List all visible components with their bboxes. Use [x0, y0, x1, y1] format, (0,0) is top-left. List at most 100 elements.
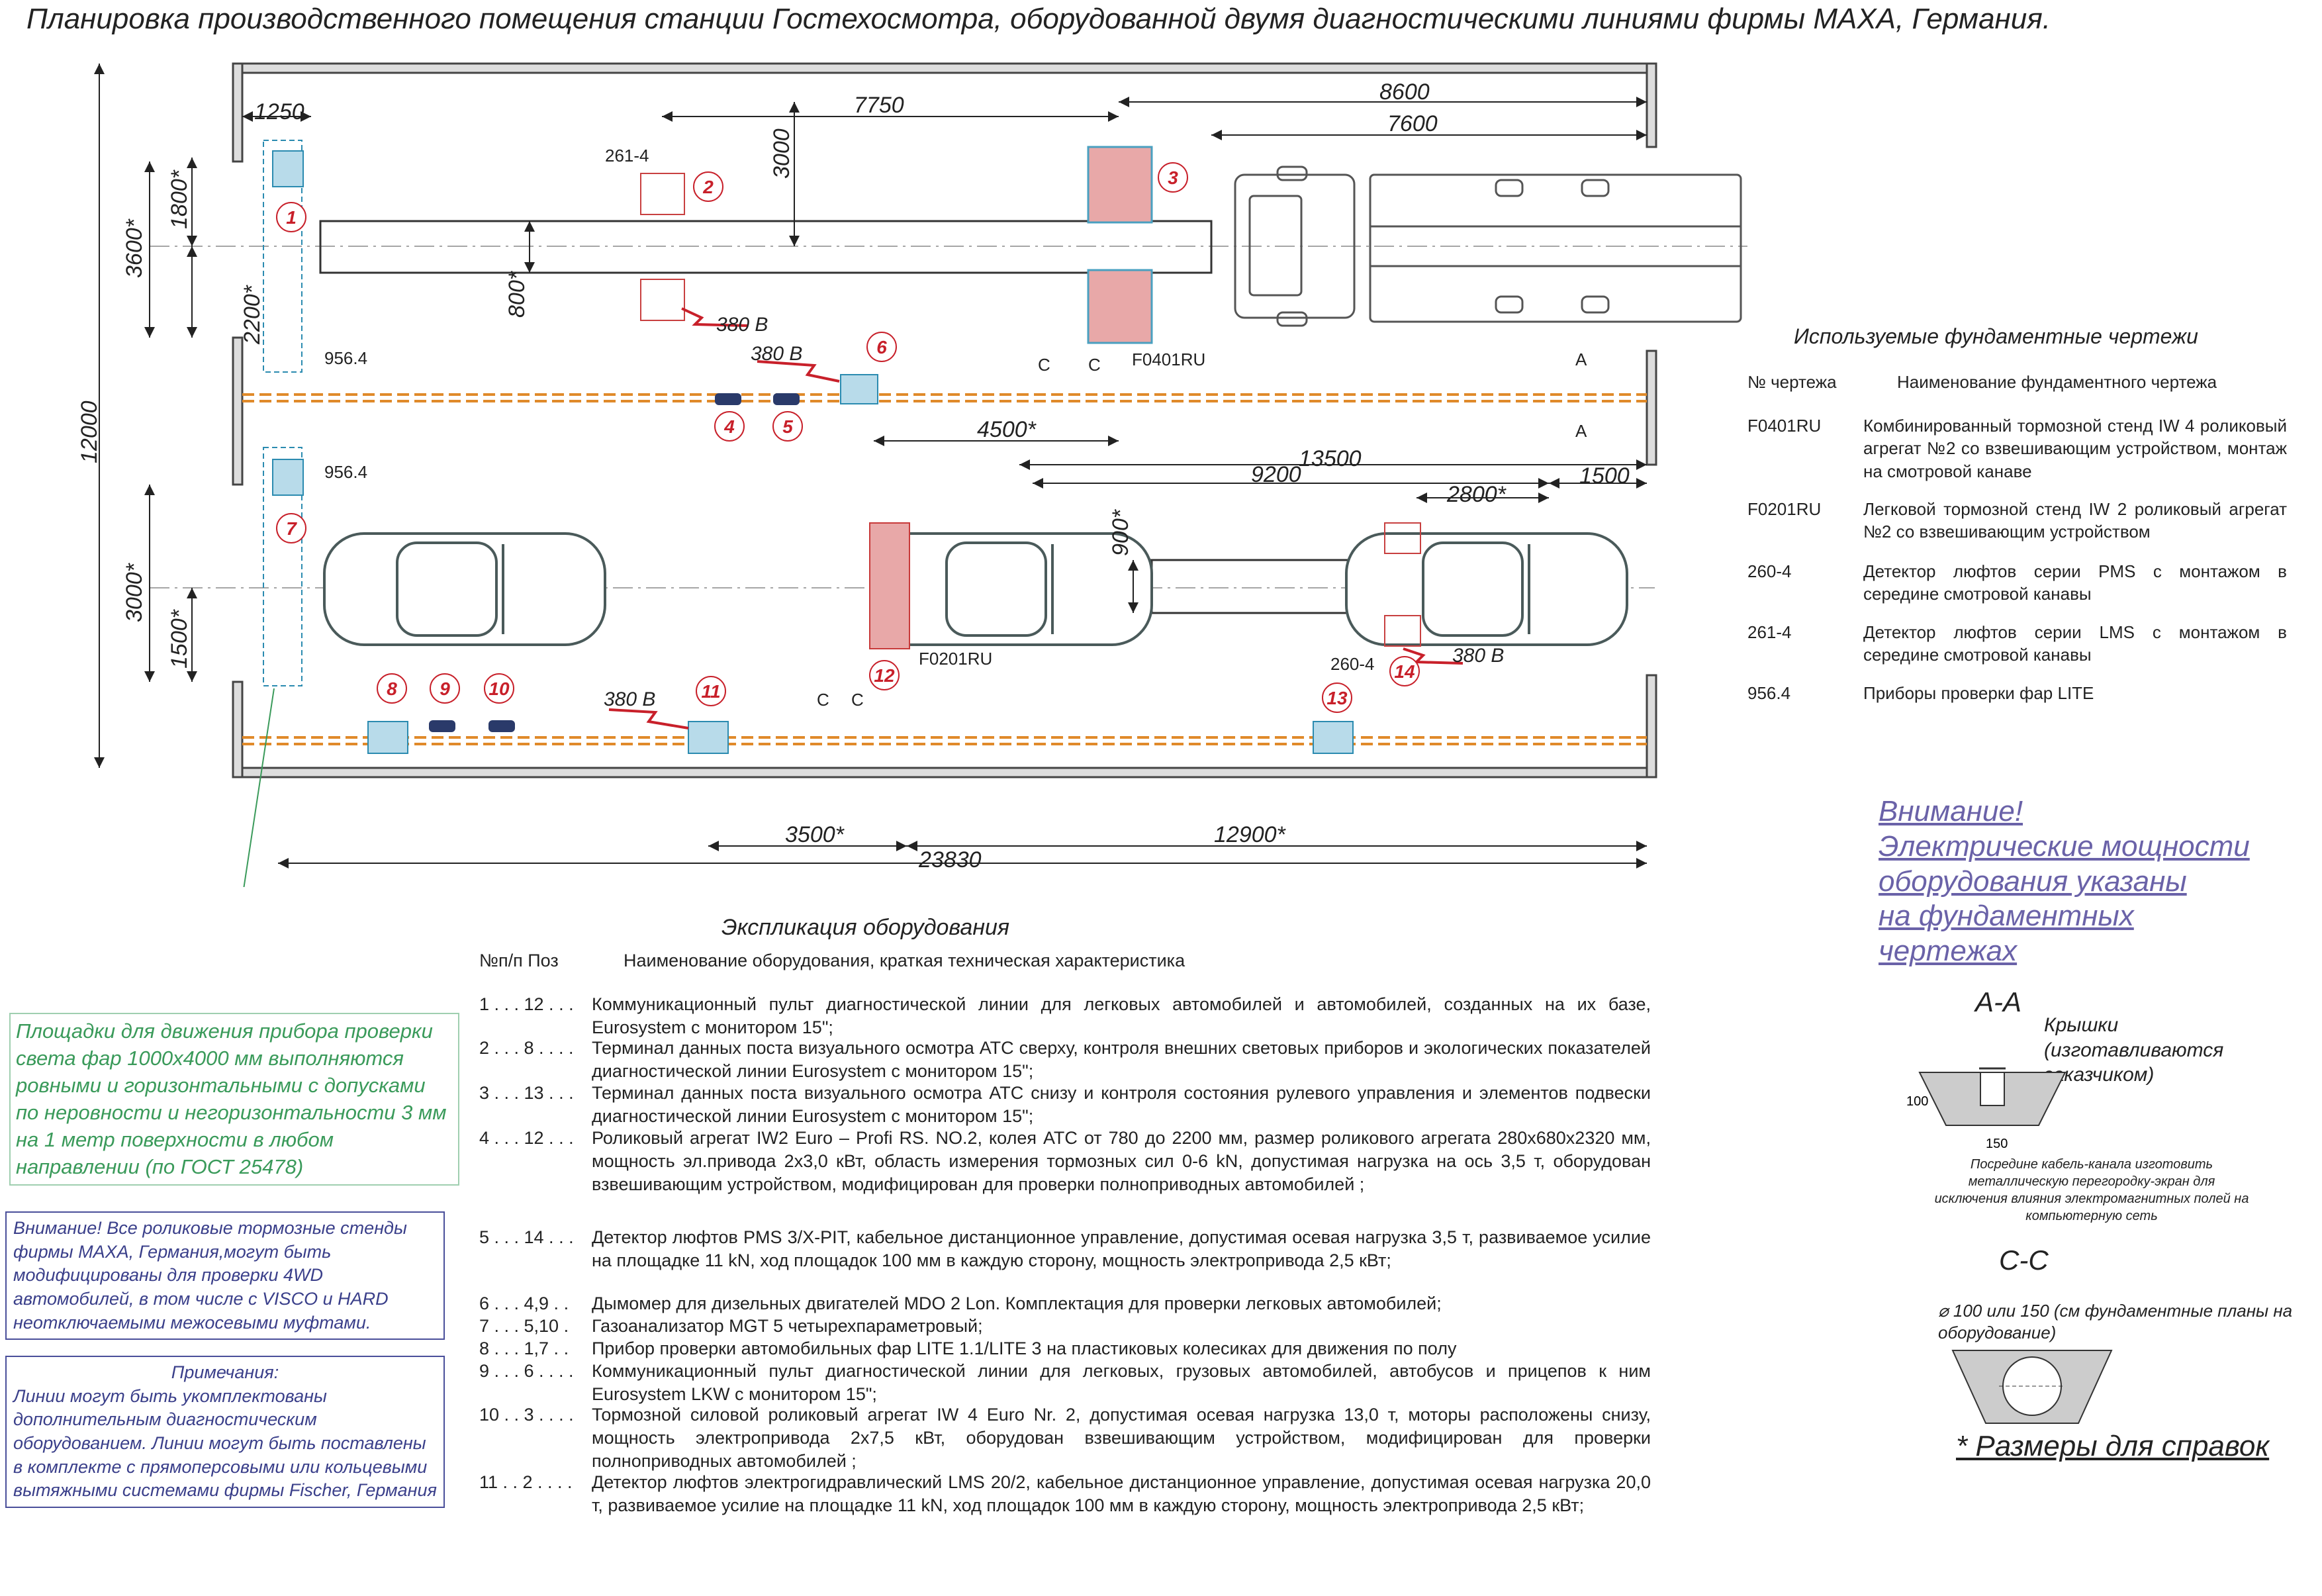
dim-3500: 3500*: [785, 822, 845, 847]
dim-8600: 8600: [1379, 79, 1430, 105]
remarks-title: Примечания:: [171, 1362, 279, 1382]
dim-800: 800*: [504, 270, 530, 318]
explication-text: Газоанализатор MGT 5 четырехпараметровый…: [592, 1316, 983, 1336]
explication-pos: 8 . . . 1,7 . .: [479, 1338, 569, 1358]
label-f0201ru: F0201RU: [919, 649, 992, 669]
explication-pos: 11 . . 2 . . . .: [479, 1472, 573, 1492]
label-260-4: 260-4: [1330, 654, 1375, 674]
label-380v-a: 380 В: [716, 314, 768, 336]
explication-pos: 2 . . . 8 . . . .: [479, 1038, 574, 1058]
section-aa-small: Посредине кабель-канала изготовить метал…: [1934, 1157, 2249, 1223]
section-aa-note: Крышки (изготавливаются заказчиком): [2044, 1014, 2224, 1086]
dim-2200: 2200*: [240, 284, 265, 345]
position-marker-circle: [1158, 162, 1188, 193]
explication-text: Тормозной силовой роликовый агрегат IW 4…: [592, 1405, 1651, 1472]
brake-tester-iw4: [1087, 146, 1153, 344]
position-marker-circle: [1322, 682, 1352, 713]
position-marker-circle: [714, 411, 745, 442]
brake-tester-iw2: [869, 522, 910, 649]
play-detector-pms: [1384, 522, 1421, 647]
dim-1500-right: 1500: [1579, 463, 1630, 489]
label-380v-b: 380 В: [751, 343, 802, 365]
explication-col-pos: №п/п Поз: [479, 951, 559, 970]
car-3: [1345, 532, 1628, 646]
position-marker: 12: [874, 665, 895, 686]
explication-pos: 3 . . . 13 . . .: [479, 1083, 574, 1103]
section-aa-dim-100: 100: [1906, 1094, 1928, 1109]
section-aa-label: А-А: [1975, 986, 2022, 1017]
position-marker-circle: [866, 332, 897, 362]
position-marker: 3: [1168, 167, 1178, 188]
foundation-col-name: Наименование фундаментного чертежа: [1897, 372, 2217, 392]
position-marker: 9: [440, 679, 450, 699]
cable-channels: [242, 393, 1647, 745]
foundation-col-code: № чертежа: [1747, 372, 1837, 392]
section-aa-dim-150: 150: [1986, 1137, 2008, 1151]
play-detector-lms: [640, 173, 685, 321]
position-marker: 4: [723, 416, 735, 437]
explication-text: Детектор люфтов электрогидравлический LM…: [592, 1472, 1651, 1516]
section-cc-drawing: [1951, 1350, 2113, 1424]
dim-1500-lower: 1500*: [167, 608, 192, 669]
label-section-c3: C: [817, 690, 829, 710]
dim-900: 900*: [1108, 508, 1133, 556]
dim-2800: 2800*: [1446, 482, 1507, 507]
page-title: Планировка производственного помещения с…: [26, 3, 2051, 35]
dim-23830: 23830: [918, 847, 982, 872]
position-marker-circle: [772, 411, 803, 442]
explication-text: Коммуникационный пульт диагностической л…: [592, 1361, 1651, 1405]
label-section-c4: C: [851, 690, 864, 710]
explication-text: Дымомер для дизельных двигателей MDO 2 L…: [592, 1293, 1442, 1313]
label-380v-c: 380 В: [604, 688, 655, 710]
position-marker-circle: [276, 202, 306, 232]
explication-pos: 1 . . . 12 . . .: [479, 994, 574, 1014]
position-marker-circle: [430, 673, 460, 704]
position-marker-circle: [1389, 656, 1420, 686]
remarks-text: Линии могут быть укомплектованы дополнит…: [13, 1385, 437, 1501]
position-marker: 14: [1394, 661, 1415, 682]
position-marker-circle: [693, 171, 723, 202]
label-261-4: 261-4: [605, 146, 649, 165]
dim-12900: 12900*: [1214, 822, 1287, 847]
analyzers: [429, 393, 800, 732]
dim-9200: 9200: [1251, 462, 1301, 487]
position-marker: 7: [286, 518, 297, 539]
label-956-4-a: 956.4: [324, 348, 367, 368]
note-remarks: Примечания: Линии могут быть укомплектов…: [5, 1356, 445, 1508]
label-section-c1: C: [1038, 355, 1050, 375]
console-units: [367, 374, 1354, 754]
dim-13500: 13500: [1299, 446, 1362, 471]
note-attention: Внимание! Все роликовые тормозные стенды…: [5, 1211, 445, 1340]
position-marker: 5: [782, 416, 793, 437]
dim-4500: 4500*: [977, 417, 1037, 442]
explication-pos: 5 . . . 14 . . .: [479, 1227, 574, 1247]
section-cc-label: С-С: [1999, 1244, 2049, 1276]
position-marker: 10: [488, 679, 510, 699]
explication-text: Роликовый агрегат IW2 Euro – Profi RS. N…: [592, 1128, 1651, 1195]
section-aa-drawing: 100 150: [1906, 1067, 2067, 1151]
explication-pos: 9 . . . 6 . . . .: [479, 1361, 574, 1381]
floor-plan: 1250 7750 8600 7600 13500 9200 2800* 150…: [77, 62, 1747, 887]
position-marker-circle: [484, 673, 514, 704]
position-marker: 2: [702, 177, 714, 197]
building-walls: [232, 62, 1657, 778]
position-marker-circle: [276, 513, 306, 543]
headlight-tester-1: [272, 150, 304, 496]
inspection-pit-upper: [319, 220, 1213, 274]
truck: [1234, 165, 1742, 327]
position-marker: 8: [387, 679, 397, 699]
explication-text: Терминал данных поста визуального осмотр…: [592, 1083, 1651, 1127]
dim-3000-lower: 3000*: [122, 562, 147, 622]
label-section-c2: C: [1088, 355, 1101, 375]
power-warning: Внимание! Электрические мощности оборудо…: [1879, 795, 2250, 968]
explication-text: Терминал данных поста визуального осмотр…: [592, 1038, 1651, 1082]
position-marker: 13: [1326, 688, 1348, 708]
explication-title: Экспликация оборудования: [721, 915, 1010, 940]
position-marker-circle: [696, 676, 726, 706]
section-cc-note: ⌀ 100 или 150 (см фундаментные планы на …: [1938, 1301, 2293, 1342]
dim-3000-vert: 3000: [769, 128, 794, 179]
position-marker: 1: [286, 207, 297, 228]
foundation-title: Используемые фундаментные чертежи: [1794, 324, 2198, 348]
label-f0401ru: F0401RU: [1132, 350, 1205, 369]
